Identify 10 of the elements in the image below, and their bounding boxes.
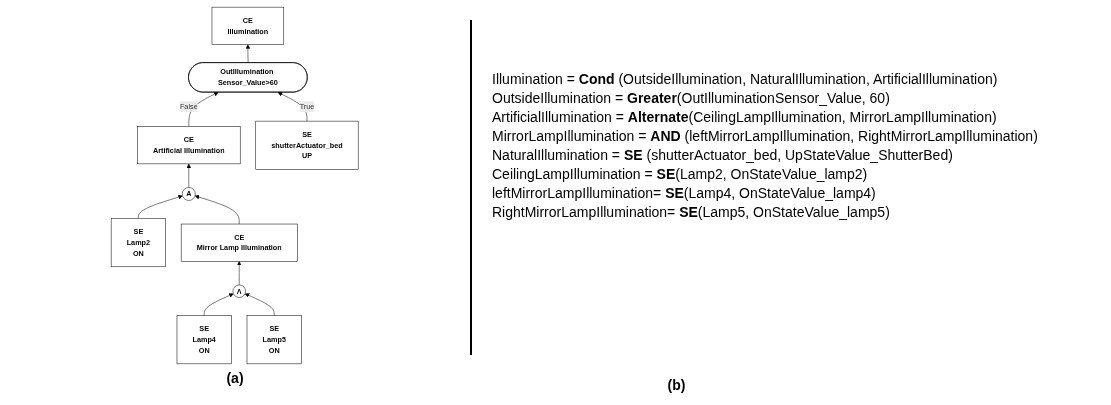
equation-text: Illumination = Cond (OutsideIllumination, NaturalIllumination, ArtificialIllumination) xyxy=(492,70,999,89)
equation-text: CeilingLampIllumination = SE(Lamp2, OnStateValue_lamp2) xyxy=(492,165,869,184)
panel-caption: (a) xyxy=(226,370,244,386)
equation-text: leftMirrorLampIllumination= SE(Lamp4, OnStateValue_lamp4) xyxy=(492,184,877,203)
equation-text: NaturalIllumination = SE (shutterActuator_bed, UpStateValue_ShutterBed) xyxy=(492,146,954,165)
equation-text: RightMirrorLampIllumination= SE(Lamp5, OnStateValue_lamp5) xyxy=(492,203,891,222)
panel-caption: (b) xyxy=(666,377,687,393)
equation-text: ArtificialIllumination = Alternate(CeilingLampIllumination, MirrorLampIllumination) xyxy=(492,108,998,127)
equation-text: MirrorLampIllumination = AND (leftMirrorLampIllumination, RightMirrorLampIllumination) xyxy=(492,127,1039,146)
equation-text: OutsideIllumination = Greater(OutIlluminationSensor_Value, 60) xyxy=(492,89,891,108)
